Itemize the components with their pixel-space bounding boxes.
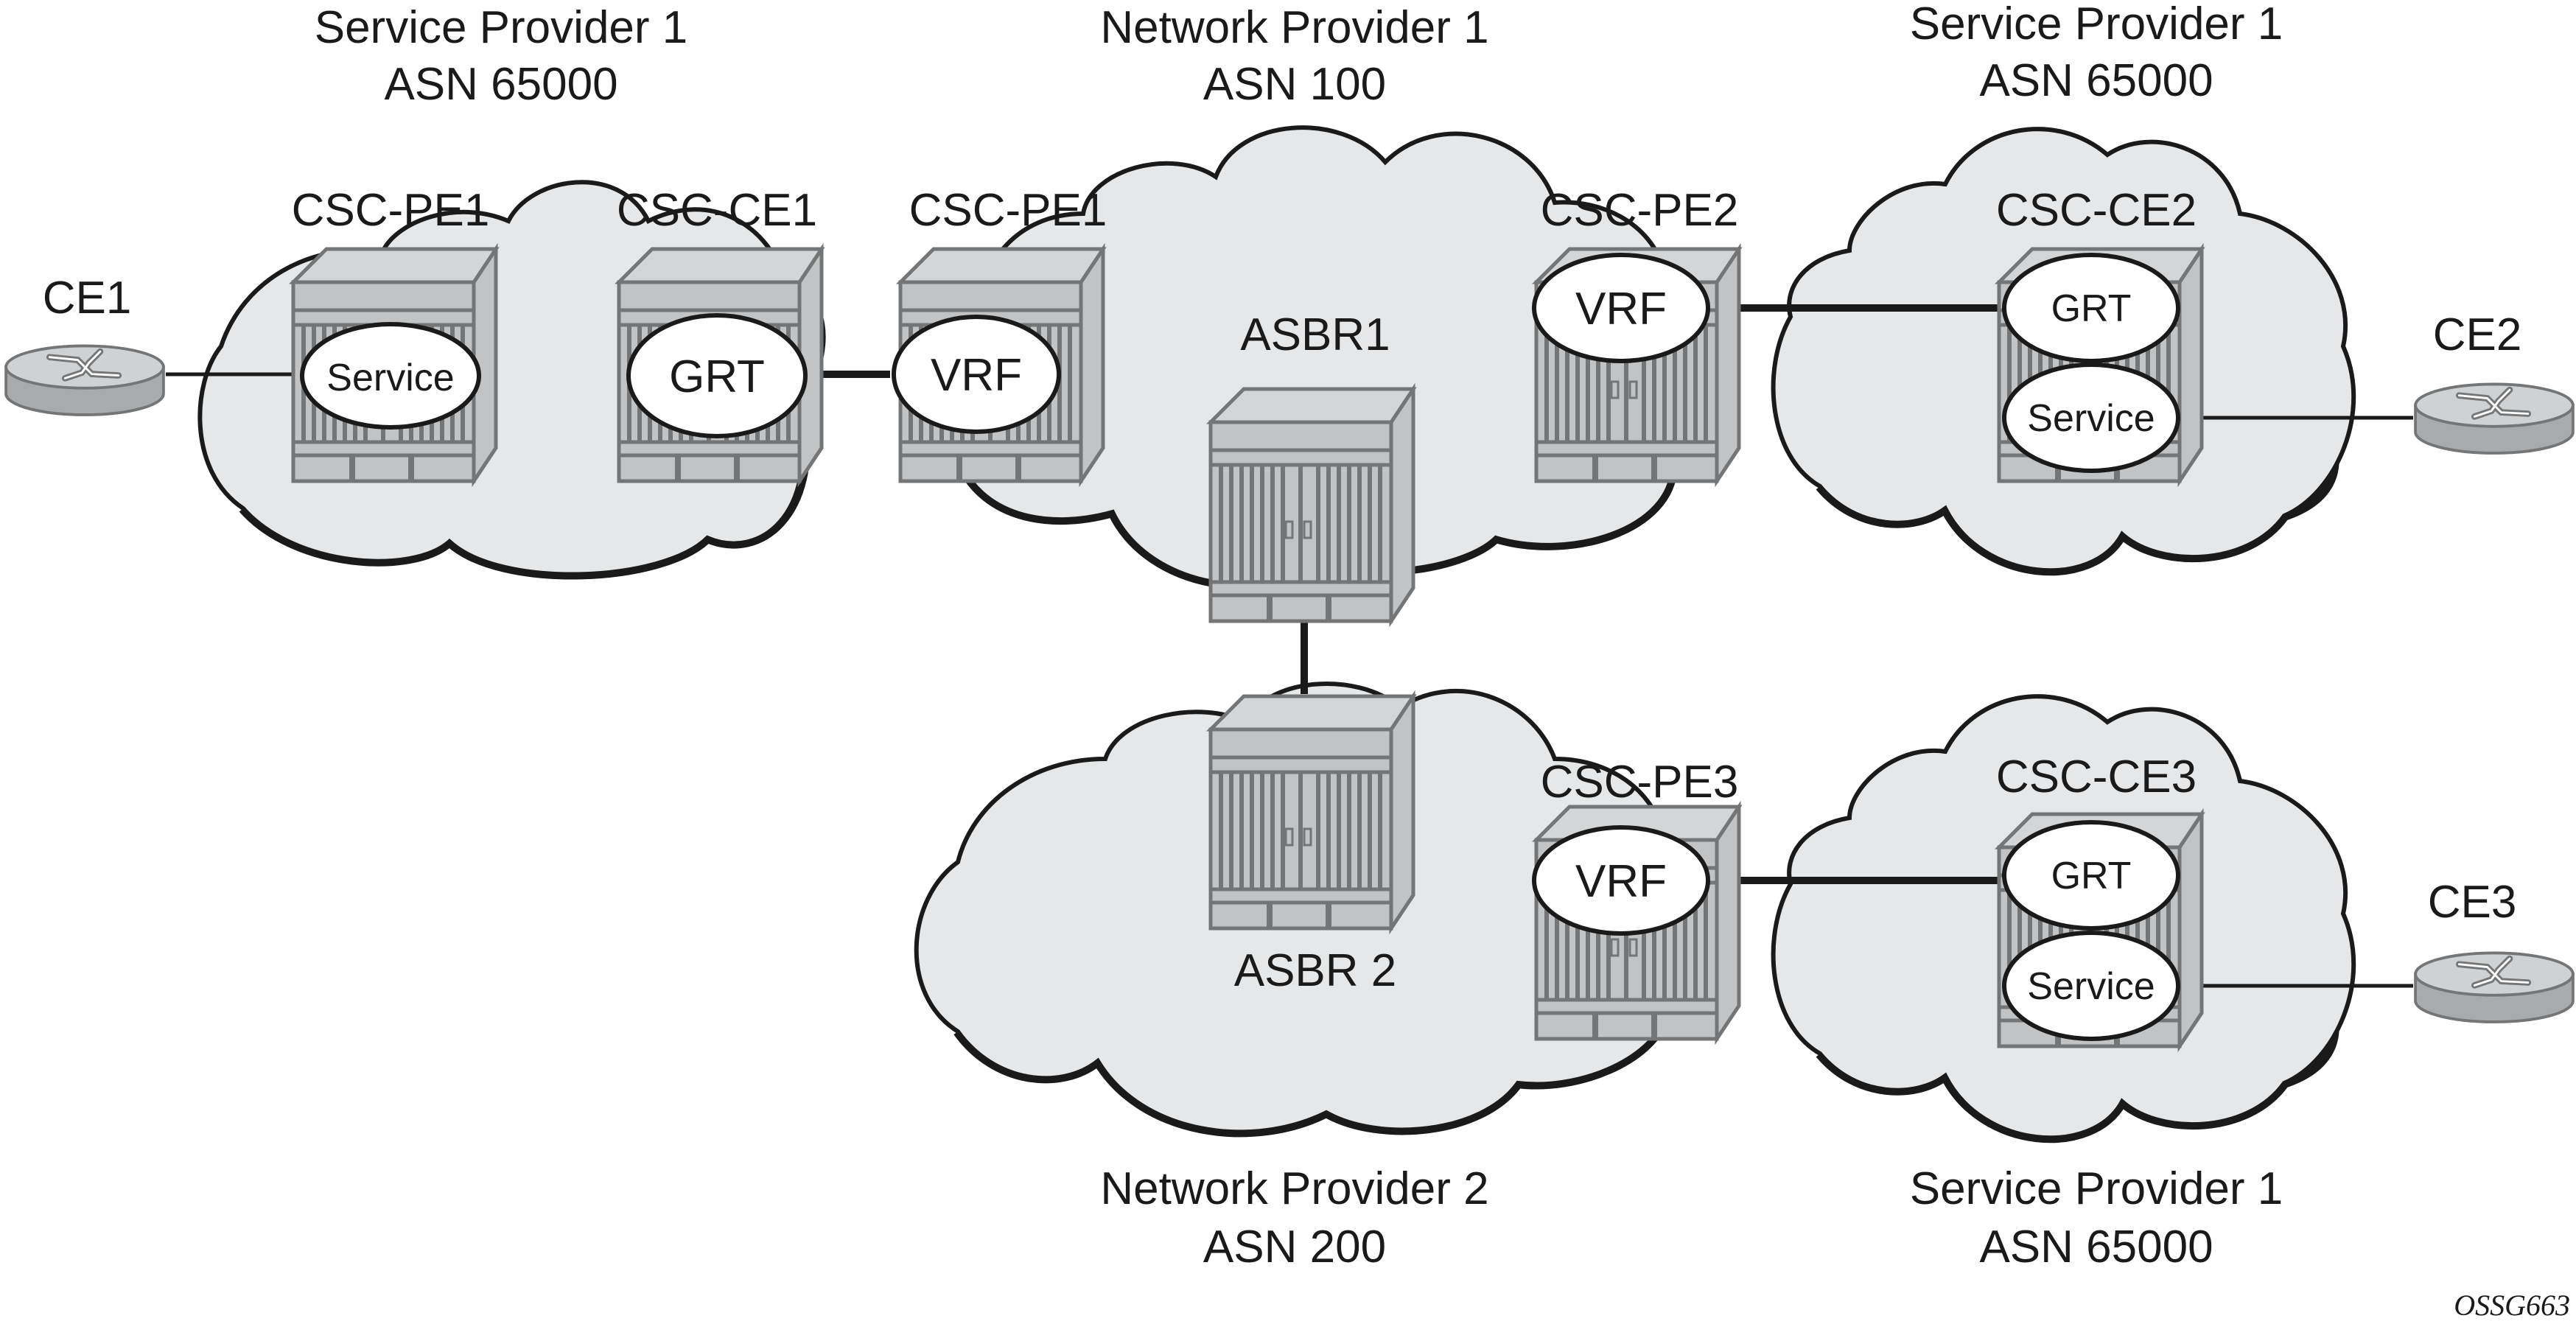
node-csc-pe2[interactable]: CSC-PE2 VRF [1532, 185, 1739, 481]
node-csc-ce2[interactable]: CSC-CE2 GRT Service [1996, 185, 2202, 481]
instance-grt[interactable]: GRT [2002, 820, 2180, 931]
domain-asn: ASN 65000 [1979, 1222, 2213, 1272]
node-csc-pe3[interactable]: CSC-PE3 VRF [1532, 757, 1739, 1039]
domain-asn: ASN 200 [1203, 1222, 1386, 1272]
domain-name: Network Provider 2 [1100, 1163, 1488, 1214]
domain-asn: ASN 100 [1203, 59, 1386, 110]
node-label: CE1 [43, 273, 132, 323]
instance-grt[interactable]: GRT [2002, 253, 2180, 363]
node-label: ASBR 2 [1234, 945, 1397, 996]
router-icon [6, 346, 164, 415]
figure-id: OSSG663 [2454, 1289, 2570, 1322]
chassis-icon [1211, 389, 1413, 621]
instance-label: GRT [2051, 855, 2132, 897]
node-asbr2[interactable]: ASBR 2 [1211, 696, 1413, 996]
node-asbr1[interactable]: ASBR1 [1211, 309, 1413, 621]
node-label: CSC-PE1 [909, 185, 1107, 236]
instance-label: VRF [1575, 856, 1667, 907]
instance-label: VRF [931, 350, 1022, 401]
domain-label-sp1-top-left: Service Provider 1 ASN 65000 [315, 2, 688, 110]
instance-vrf[interactable]: VRF [1532, 253, 1710, 363]
node-label: CSC-CE2 [1996, 185, 2197, 236]
instance-label: Service [2027, 965, 2155, 1008]
node-label: CSC-PE3 [1541, 757, 1739, 808]
instance-label: GRT [669, 351, 765, 402]
node-ce3[interactable]: CE3 [2415, 877, 2573, 1022]
instance-service[interactable]: Service [300, 322, 481, 430]
node-ce2[interactable]: CE2 [2415, 309, 2573, 453]
domain-name: Service Provider 1 [1910, 1163, 2283, 1214]
domain-asn: ASN 65000 [384, 59, 617, 110]
domain-name: Network Provider 1 [1100, 2, 1488, 53]
node-csc-pe1-np[interactable]: CSC-PE1 VRF [892, 185, 1107, 481]
node-label: CSC-CE3 [1996, 752, 2197, 802]
node-csc-ce3[interactable]: CSC-CE3 GRT Service [1996, 752, 2202, 1046]
domain-name: Service Provider 1 [1910, 0, 2283, 49]
node-label: ASBR1 [1240, 309, 1390, 360]
node-label: CSC-PE1 [292, 185, 490, 236]
domain-asn: ASN 65000 [1979, 55, 2213, 106]
instance-service[interactable]: Service [2002, 362, 2180, 473]
instance-vrf[interactable]: VRF [1532, 825, 1710, 936]
instance-service[interactable]: Service [2002, 931, 2180, 1041]
node-ce1[interactable]: CE1 [6, 273, 164, 415]
instance-vrf[interactable]: VRF [892, 315, 1061, 434]
domain-label-np2: Network Provider 2 ASN 200 [1100, 1163, 1488, 1272]
instance-label: VRF [1575, 284, 1667, 334]
router-icon [2415, 953, 2573, 1022]
router-icon [2415, 384, 2573, 453]
instance-label: GRT [2051, 287, 2132, 330]
node-csc-pe1-sp[interactable]: CSC-PE1 Service [292, 185, 496, 481]
domain-name: Service Provider 1 [315, 2, 688, 53]
domain-label-sp1-bottom-right: Service Provider 1 ASN 65000 [1910, 1163, 2283, 1272]
node-label: CSC-PE2 [1541, 185, 1739, 236]
node-label: CE2 [2433, 309, 2522, 360]
node-label: CSC-CE1 [617, 185, 817, 236]
instance-label: Service [326, 357, 454, 399]
instance-label: Service [2027, 397, 2155, 440]
chassis-icon [1211, 696, 1413, 928]
node-csc-ce1[interactable]: CSC-CE1 GRT [617, 185, 822, 481]
node-label: CE3 [2428, 877, 2517, 928]
instance-grt[interactable]: GRT [626, 313, 808, 438]
domain-label-sp1-top-right: Service Provider 1 ASN 65000 [1910, 0, 2283, 106]
domain-label-np1: Network Provider 1 ASN 100 [1100, 2, 1488, 110]
